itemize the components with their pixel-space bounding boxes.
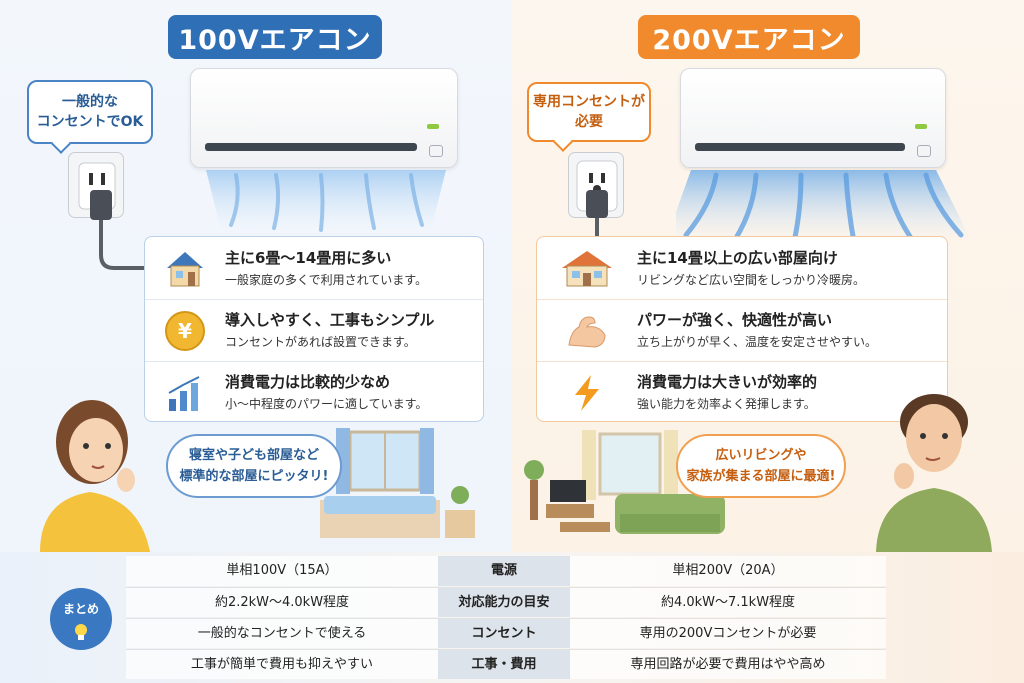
thought-left-line1: 寝室や子ども部屋など [188,448,319,463]
summary-200v-cell: 専用回路が必要で費用はやや高め [570,650,886,679]
feature-200v-high-power: パワーが強く、快適性が高い立ち上がりが早く、温度を安定させやすい。 [537,299,947,361]
summary-100v-cell: 約2.2kW〜4.0kW程度 [126,588,438,617]
summary-100v-cell: 単相100V（15A） [126,556,438,586]
feature-100v-low-power: 消費電力は比較的少なめ小〜中程度のパワーに適しています。 [145,361,483,423]
feature-main-text: 消費電力は大きいが効率的 [637,373,818,391]
bedroom-scene-icon [320,428,475,538]
summary-200v-cell: 単相200V（20A） [570,556,886,586]
airflow-100v-icon [206,170,446,232]
summary-label-cell: 工事・費用 [438,650,570,679]
thought-right-line1: 広いリビングや [715,448,807,463]
bubble-left-line2: コンセントでOK [36,114,144,130]
bubble-dedicated-outlet: 専用コンセントが必要 [527,82,651,142]
woman-thinking-icon [40,400,150,552]
feature-sub-text: 強い能力を効率よく発揮します。 [637,397,816,411]
feature-main-text: 主に6畳〜14畳用に多い [225,248,392,267]
feature-sub-text: リビングなど広い空間をしっかり冷暖房。 [637,272,866,287]
features-200v-panel: 主に14畳以上の広い部屋向けリビングなど広い空間をしっかり冷暖房。 パワーが強く… [536,236,948,422]
lightning-icon [575,374,599,411]
air-conditioner-100v-icon [190,68,458,168]
thought-bubble-100v: 寝室や子ども部屋など標準的な部屋にピッタリ! [166,434,342,498]
summary-200v-cell: 約4.0kW〜7.1kW程度 [570,588,886,617]
house-icon [562,251,612,287]
plug-cord-200v-icon [586,190,608,240]
bubble-right-line1: 専用コンセントが [533,94,645,110]
summary-badge-label: まとめ [62,602,99,616]
thought-right-line2: 家族が集まる部屋に最適! [686,469,836,484]
features-100v-panel: 主に6畳〜14畳用に多い一般家庭の多くで利用されています。 ¥ 導入しやすく、工… [144,236,484,422]
flexed-arm-icon [568,315,606,348]
living-room-scene-icon [524,430,725,534]
airflow-200v-icon [676,170,971,245]
summary-table: 単相100V（15A） 電源 単相200V（20A） 約2.2kW〜4.0kW程… [126,556,886,679]
summary-100v-cell: 工事が簡単で費用も抑えやすい [126,650,438,679]
house-icon [167,252,203,287]
thought-left-line2: 標準的な部屋にピッタリ! [179,469,329,484]
feature-sub-text: コンセントがあれば設置できます。 [225,335,416,349]
feature-sub-text: 小〜中程度のパワーに適しています。 [225,397,428,411]
summary-label-cell: コンセント [438,619,570,648]
title-100v: 100Vエアコン [168,15,382,59]
table-row: 単相100V（15A） 電源 単相200V（20A） [126,556,886,586]
thought-bubble-200v: 広いリビングや家族が集まる部屋に最適! [676,434,846,498]
yen-coin-icon: ¥ [165,310,205,351]
plug-cord-100v-icon [90,190,170,270]
summary-badge: まとめ [50,588,112,650]
feature-sub-text: 一般家庭の多くで利用されています。 [225,272,428,287]
man-thinking-icon [876,394,992,552]
feature-200v-efficient: 消費電力は大きいが効率的強い能力を効率よく発揮します。 [537,361,947,423]
air-conditioner-200v-icon [680,68,946,168]
feature-100v-room-size: 主に6畳〜14畳用に多い一般家庭の多くで利用されています。 [145,237,483,299]
summary-label-cell: 電源 [438,556,570,586]
title-200v: 200Vエアコン [638,15,860,59]
svg-text:¥: ¥ [178,319,192,343]
feature-main-text: 導入しやすく、工事もシンプル [225,311,435,329]
bubble-right-line2: 必要 [575,114,603,130]
table-row: 工事が簡単で費用も抑えやすい 工事・費用 専用回路が必要で費用はやや高め [126,649,886,679]
feature-sub-text: 立ち上がりが早く、温度を安定させやすい。 [637,335,878,349]
bubble-standard-outlet: 一般的なコンセントでOK [27,80,153,144]
feature-main-text: 主に14畳以上の広い部屋向け [637,248,838,267]
bubble-left-line1: 一般的な [62,94,118,110]
lightbulb-icon [75,624,87,640]
summary-100v-cell: 一般的なコンセントで使える [126,619,438,648]
summary-label-cell: 対応能力の目安 [438,588,570,617]
summary-200v-cell: 専用の200Vコンセントが必要 [570,619,886,648]
feature-100v-easy-install: ¥ 導入しやすく、工事もシンプルコンセントがあれば設置できます。 [145,299,483,361]
feature-main-text: パワーが強く、快適性が高い [637,311,833,329]
feature-200v-room-size: 主に14畳以上の広い部屋向けリビングなど広い空間をしっかり冷暖房。 [537,237,947,299]
table-row: 一般的なコンセントで使える コンセント 専用の200Vコンセントが必要 [126,618,886,648]
bar-chart-icon [168,375,200,411]
feature-main-text: 消費電力は比較的少なめ [225,373,391,391]
table-row: 約2.2kW〜4.0kW程度 対応能力の目安 約4.0kW〜7.1kW程度 [126,587,886,617]
